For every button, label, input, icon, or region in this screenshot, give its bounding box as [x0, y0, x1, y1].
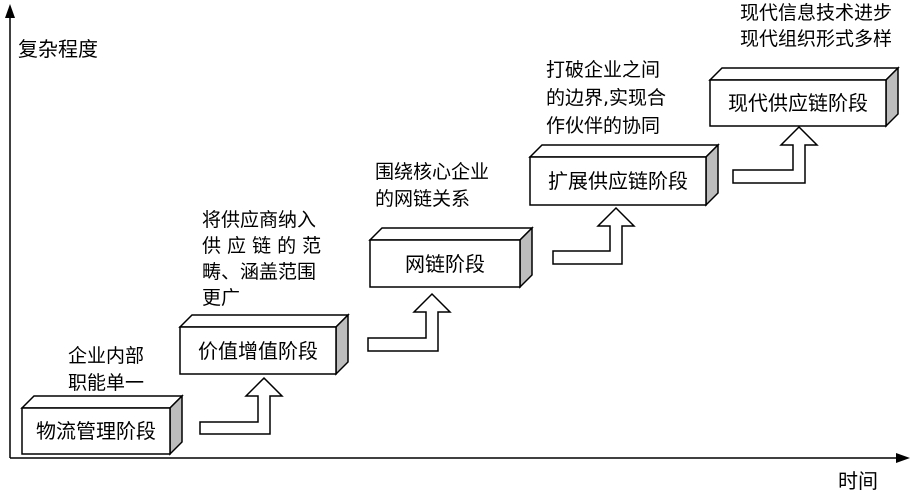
step-arrow-3 [552, 206, 636, 265]
stage-2-note-line-3: 畴、涵盖范围 [202, 261, 316, 283]
stage-5-note-line-1: 现代信息技术进步 [740, 2, 892, 24]
stage-4-note-line-1: 打破企业之间 [546, 59, 660, 81]
stage-2-note-line-1: 将供应商纳入 [202, 209, 316, 231]
step-arrow-4 [732, 125, 819, 184]
stage-1-note-line-2: 职能单一 [68, 372, 144, 394]
stage-2-note-line-2: 供 应 链 的 范 [202, 235, 321, 257]
stage-1-label: 物流管理阶段 [36, 419, 156, 443]
stage-3-label: 网链阶段 [405, 252, 485, 276]
step-arrow-1 [199, 376, 284, 435]
stage-5-box: 现代供应链阶段 [708, 66, 900, 128]
stage-4-note-line-3: 作伙伴的协同 [546, 115, 660, 137]
stage-2-label: 价值增值阶段 [198, 339, 318, 363]
stage-3-box: 网链阶段 [368, 226, 534, 289]
x-axis-arrowhead [896, 453, 910, 463]
stage-3-note-line-1: 围绕核心企业 [375, 161, 489, 183]
stage-4-box: 扩展供应链阶段 [528, 143, 720, 207]
stage-3-note-line-2: 的网链关系 [375, 188, 470, 210]
y-axis-arrowhead [5, 4, 15, 18]
stage-5-label: 现代供应链阶段 [728, 91, 868, 115]
y-axis-label: 复杂程度 [18, 37, 98, 61]
step-arrow-2 [367, 292, 452, 352]
stage-1-note-line-1: 企业内部 [68, 345, 144, 367]
stage-4-label: 扩展供应链阶段 [548, 169, 688, 193]
x-axis-label: 时间 [838, 469, 878, 493]
stage-5-note-line-2: 现代组织形式多样 [740, 28, 892, 50]
stage-1-box: 物流管理阶段 [20, 394, 184, 456]
stage-2-note-line-4: 更广 [202, 287, 240, 309]
stage-2-box: 价值增值阶段 [178, 313, 350, 376]
stage-4-note-line-2: 的边界,实现合 [546, 87, 666, 109]
